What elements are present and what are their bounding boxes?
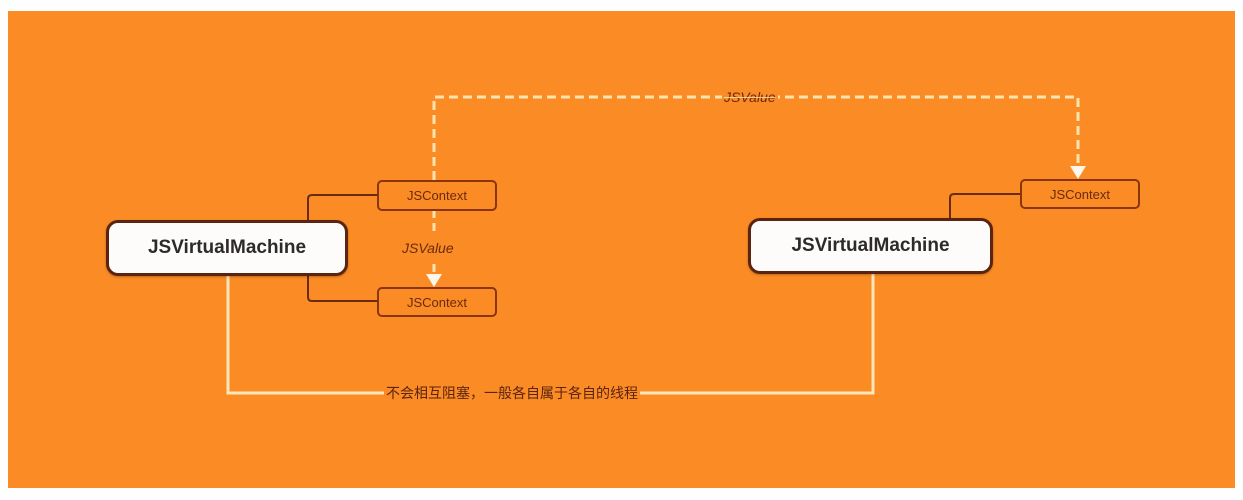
left-context-top-node: JSContext: [377, 180, 497, 211]
right-context-node: JSContext: [1020, 179, 1140, 209]
thread-note-label: 不会相互阻塞，一般各自属于各自的线程: [384, 383, 640, 403]
left-context-bottom-node: JSContext: [377, 287, 497, 317]
left-vm-node: JSVirtualMachine: [106, 220, 348, 276]
inner-jsvalue-label: JSValue: [402, 240, 454, 256]
right-vm-node: JSVirtualMachine: [748, 218, 993, 274]
cross-jsvalue-label: JSValue: [722, 89, 778, 105]
